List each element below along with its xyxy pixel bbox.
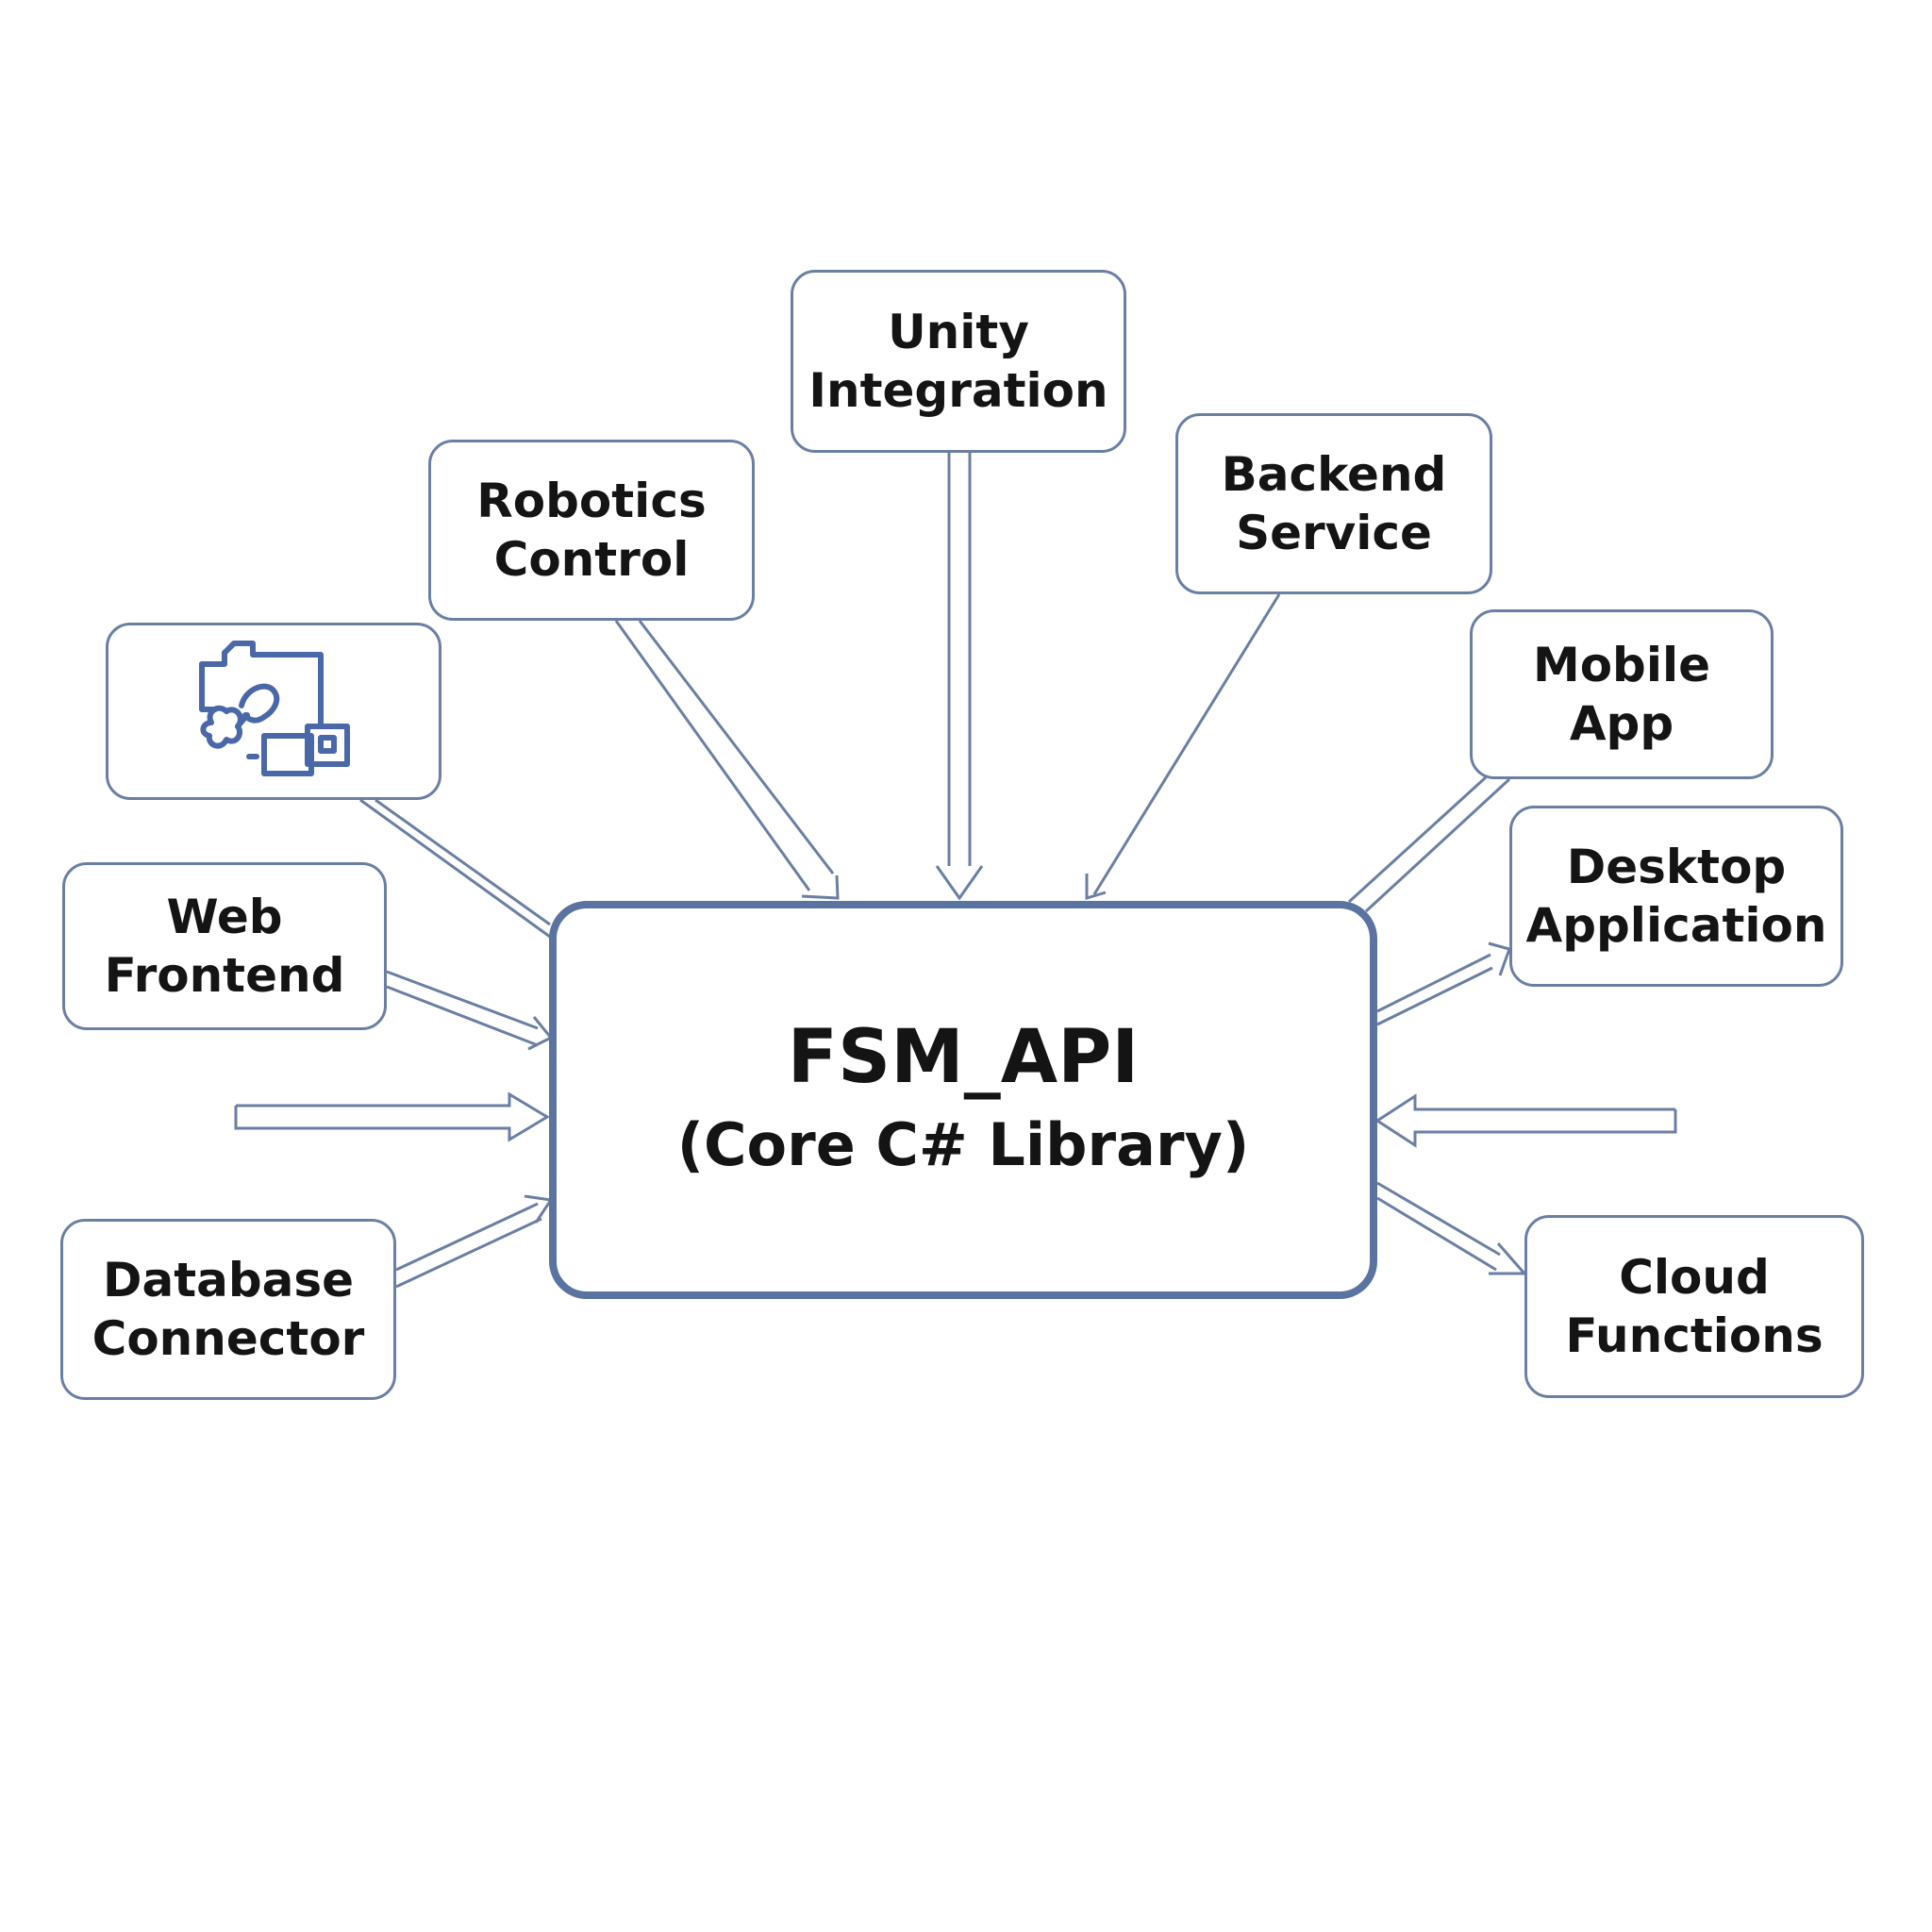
node-mobile-app[interactable]: Mobile App: [1470, 609, 1774, 779]
node-cloud-functions[interactable]: Cloud Functions: [1524, 1215, 1864, 1398]
node-database-connector[interactable]: Database Connector: [60, 1219, 396, 1400]
arrow-mobile-to-core: [1347, 775, 1511, 913]
arrow-unity-to-core: [935, 453, 984, 901]
node-label-line2: Connector: [92, 1311, 365, 1366]
core-title: FSM_API: [787, 1015, 1140, 1100]
node-label-line1: Cloud: [1619, 1250, 1770, 1305]
arrow-right-to-core: [1374, 1093, 1677, 1148]
node-backend-service[interactable]: Backend Service: [1175, 413, 1492, 594]
node-label-line2: Service: [1236, 506, 1432, 560]
node-label-line2: Control: [493, 532, 690, 587]
node-label-line2: Frontend: [104, 948, 345, 1003]
arrow-robotics-to-core: [614, 620, 840, 900]
node-label-line2: Functions: [1565, 1308, 1824, 1363]
arrow-icon-node-to-core: [359, 798, 551, 939]
node-label-line1: Unity: [888, 305, 1029, 359]
arrow-left-to-core: [234, 1091, 550, 1142]
node-label-line1: Mobile: [1532, 638, 1711, 692]
core-library-node[interactable]: FSM_API (Core C# Library): [549, 901, 1377, 1299]
node-label-line2: App: [1569, 696, 1674, 751]
arrow-backend-to-core: [1085, 593, 1281, 901]
node-label-line1: Web: [166, 890, 283, 944]
node-unity-integration[interactable]: Unity Integration: [791, 270, 1126, 453]
arrow-web-to-core: [386, 970, 554, 1051]
node-label-line2: Integration: [808, 363, 1108, 418]
node-label-line1: Desktop: [1566, 840, 1787, 894]
node-label-line1: Backend: [1221, 447, 1447, 502]
node-label-line1: Robotics: [476, 474, 707, 528]
arrow-database-to-core: [395, 1194, 554, 1289]
node-robot-icon[interactable]: [106, 623, 441, 800]
node-label-line2: Application: [1525, 898, 1827, 953]
node-robotics-control[interactable]: Robotics Control: [428, 440, 755, 621]
node-desktop-application[interactable]: Desktop Application: [1509, 806, 1843, 987]
core-subtitle: (Core C# Library): [676, 1110, 1250, 1179]
arrow-core-to-cloud: [1376, 1181, 1528, 1275]
robot-arm-devices-icon: [199, 641, 350, 776]
arrow-core-to-desktop: [1376, 941, 1511, 1026]
node-web-frontend[interactable]: Web Frontend: [62, 862, 387, 1030]
node-label-line1: Database: [102, 1253, 355, 1307]
